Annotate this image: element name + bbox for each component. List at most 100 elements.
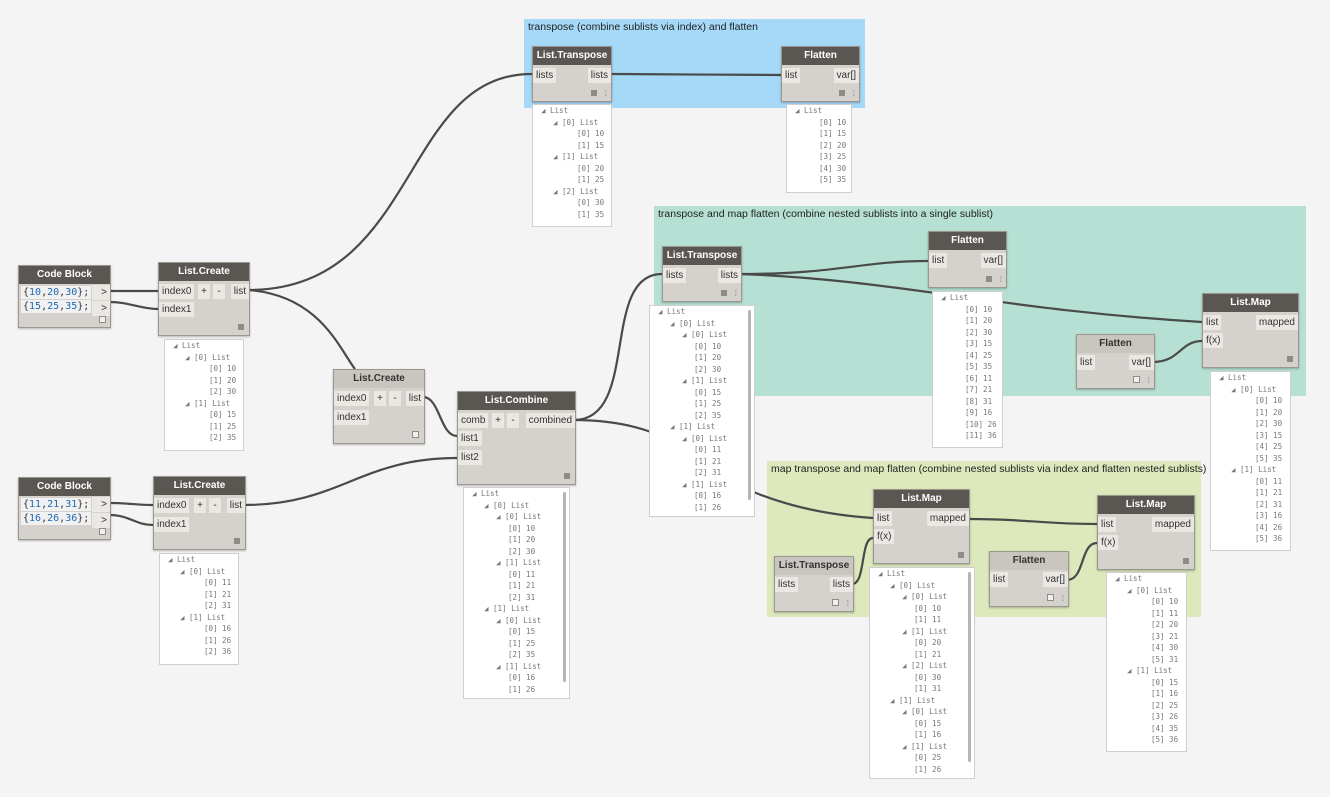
preview-transpose-1[interactable]: ◢ List◢ [0] List[0] 10[1] 15◢ [1] List[0… xyxy=(532,104,612,227)
preview-line: [0] 11 xyxy=(204,578,232,587)
list-create-node-2[interactable]: List.Create index0 index1 + - list xyxy=(153,476,246,550)
input-port-lists[interactable]: lists xyxy=(533,68,557,83)
code-line-1[interactable]: {11,21,31}; xyxy=(21,498,92,511)
output-port-mapped[interactable]: mapped xyxy=(926,511,969,526)
output-port-list[interactable]: list xyxy=(226,498,245,513)
input-port-list[interactable]: list xyxy=(874,511,893,526)
preview-line: [1] 21 xyxy=(1255,488,1283,497)
preview-line: ◢ List xyxy=(1219,373,1247,382)
preview-line: [1] 20 xyxy=(209,375,237,385)
preview-line: [4] 35 xyxy=(1151,723,1179,733)
node-title: Code Block xyxy=(19,478,110,496)
code-line-2[interactable]: {15,25,35}; xyxy=(21,300,92,313)
input-port-index1[interactable]: index1 xyxy=(159,302,195,317)
preview-line: [3] 16 xyxy=(1255,511,1283,520)
input-port-list1[interactable]: list1 xyxy=(458,431,482,446)
add-input-button[interactable]: + xyxy=(194,498,206,513)
add-input-button[interactable]: + xyxy=(198,284,210,299)
add-input-button[interactable]: + xyxy=(374,391,386,406)
list-create-node-3[interactable]: List.Create index0 index1 + - list xyxy=(333,369,425,444)
preview-scrollbar[interactable] xyxy=(563,492,566,682)
flatten-node-4[interactable]: Flatten list var[] ⁞ xyxy=(989,551,1069,607)
input-port-lists[interactable]: lists xyxy=(775,577,799,592)
preview-line: [4] 30 xyxy=(1151,643,1179,652)
output-port-lists[interactable]: lists xyxy=(717,268,741,283)
list-map-node-3[interactable]: List.Map list f(x) mapped xyxy=(1097,495,1195,570)
preview-flatten-1[interactable]: ◢ List[0] 10[1] 15[2] 20[3] 25[4] 30[5] … xyxy=(786,104,852,193)
list-map-node-1[interactable]: List.Map list f(x) mapped xyxy=(1202,293,1299,368)
output-port-var[interactable]: var[] xyxy=(1128,355,1154,370)
preview-scrollbar[interactable] xyxy=(968,572,971,762)
list-combine-node[interactable]: List.Combine comb list1 list2 + - combin… xyxy=(457,391,576,485)
list-create-node-1[interactable]: List.Create index0 index1 + - list xyxy=(158,262,250,336)
input-port-index1[interactable]: index1 xyxy=(154,517,190,532)
preview-list-create-1[interactable]: ◢ List◢ [0] List[0] 10[1] 20[2] 30◢ [1] … xyxy=(164,339,244,451)
input-port-list[interactable]: list xyxy=(1098,517,1117,532)
list-transpose-node-3[interactable]: List.Transpose lists lists ⁞ xyxy=(774,556,854,612)
list-transpose-node-2[interactable]: List.Transpose lists lists ⁞ xyxy=(662,246,742,302)
preview-list-combine[interactable]: ◢ List◢ [0] List◢ [0] List[0] 10[1] 20[2… xyxy=(463,487,570,699)
input-port-list[interactable]: list xyxy=(1203,315,1222,330)
output-port-var[interactable]: var[] xyxy=(980,253,1006,268)
preview-line: ◢ [1] List xyxy=(496,558,542,567)
input-port-list[interactable]: list xyxy=(990,572,1009,587)
input-port-fx[interactable]: f(x) xyxy=(1098,535,1119,550)
output-port-mapped[interactable]: mapped xyxy=(1255,315,1298,330)
output-port-combined[interactable]: combined xyxy=(525,413,575,428)
preview-scrollbar[interactable] xyxy=(748,310,751,500)
input-port-comb[interactable]: comb xyxy=(458,413,489,428)
input-port-fx[interactable]: f(x) xyxy=(1203,333,1224,348)
input-port-list[interactable]: list xyxy=(929,253,948,268)
preview-list-create-2[interactable]: ◢ List◢ [0] List[0] 11[1] 21[2] 31◢ [1] … xyxy=(159,553,239,665)
wire-codeblock2-to-listcreate2-index0 xyxy=(108,501,154,507)
input-port-index0[interactable]: index0 xyxy=(334,391,370,406)
preview-line: ◢ [1] List xyxy=(670,422,716,431)
input-port-list[interactable]: list xyxy=(782,68,801,83)
output-port-2[interactable]: > xyxy=(92,513,110,528)
flatten-node-3[interactable]: Flatten list var[] ⁞ xyxy=(1076,334,1155,389)
preview-list-map-2[interactable]: ◢ List◢ [0] List◢ [0] List[0] 10[1] 11◢ … xyxy=(869,567,975,779)
flatten-node-1[interactable]: Flatten list var[] ⁞ xyxy=(781,46,860,102)
output-port-1[interactable]: > xyxy=(92,285,110,300)
input-port-index1[interactable]: index1 xyxy=(334,410,370,425)
preview-line: ◢ [2] List xyxy=(902,661,948,670)
preview-line: [0] 20 xyxy=(914,638,942,647)
output-port-list[interactable]: list xyxy=(405,391,424,406)
output-port-lists[interactable]: lists xyxy=(829,577,853,592)
preview-list-map-3[interactable]: ◢ List◢ [0] List[0] 10[1] 11[2] 20[3] 21… xyxy=(1106,572,1187,752)
remove-input-button[interactable]: - xyxy=(209,498,221,513)
add-input-button[interactable]: + xyxy=(492,413,504,428)
remove-input-button[interactable]: - xyxy=(213,284,225,299)
list-map-node-2[interactable]: List.Map list f(x) mapped xyxy=(873,489,970,564)
output-port-2[interactable]: > xyxy=(92,301,110,316)
remove-input-button[interactable]: - xyxy=(507,413,519,428)
preview-line: ◢ [1] List xyxy=(1231,465,1277,474)
output-port-var[interactable]: var[] xyxy=(833,68,859,83)
input-port-list2[interactable]: list2 xyxy=(458,450,482,465)
input-port-index0[interactable]: index0 xyxy=(154,498,190,513)
preview-line: ◢ [0] List xyxy=(553,117,599,127)
output-port-lists[interactable]: lists xyxy=(587,68,611,83)
preview-flatten-2[interactable]: ◢ List[0] 10[1] 20[2] 30[3] 15[4] 25[5] … xyxy=(932,291,1003,448)
node-title: List.Create xyxy=(154,477,245,495)
code-block-node-1[interactable]: Code Block {10,20,30}; {15,25,35}; > > xyxy=(18,265,111,328)
output-port-1[interactable]: > xyxy=(92,497,110,512)
input-port-lists[interactable]: lists xyxy=(663,268,687,283)
output-port-list[interactable]: list xyxy=(230,284,249,299)
output-port-mapped[interactable]: mapped xyxy=(1151,517,1194,532)
list-transpose-node-1[interactable]: List.Transpose lists lists ⁞ xyxy=(532,46,612,102)
remove-input-button[interactable]: - xyxy=(389,391,401,406)
code-line-1[interactable]: {10,20,30}; xyxy=(21,286,92,299)
flatten-node-2[interactable]: Flatten list var[] ⁞ xyxy=(928,231,1007,288)
code-line-2[interactable]: {16,26,36}; xyxy=(21,512,92,525)
code-block-node-2[interactable]: Code Block {11,21,31}; {16,26,36}; > > xyxy=(18,477,111,540)
input-port-index0[interactable]: index0 xyxy=(159,284,195,299)
wire-listcreate2-to-combine-list2 xyxy=(243,456,458,507)
output-port-var[interactable]: var[] xyxy=(1042,572,1068,587)
preview-list-map-1[interactable]: ◢ List◢ [0] List[0] 10[1] 20[2] 30[3] 15… xyxy=(1210,371,1291,551)
input-port-list[interactable]: list xyxy=(1077,355,1096,370)
preview-line: [0] 10 xyxy=(819,117,847,127)
preview-transpose-2[interactable]: ◢ List◢ [0] List◢ [0] List[0] 10[1] 20[2… xyxy=(649,305,755,517)
input-port-fx[interactable]: f(x) xyxy=(874,529,895,544)
